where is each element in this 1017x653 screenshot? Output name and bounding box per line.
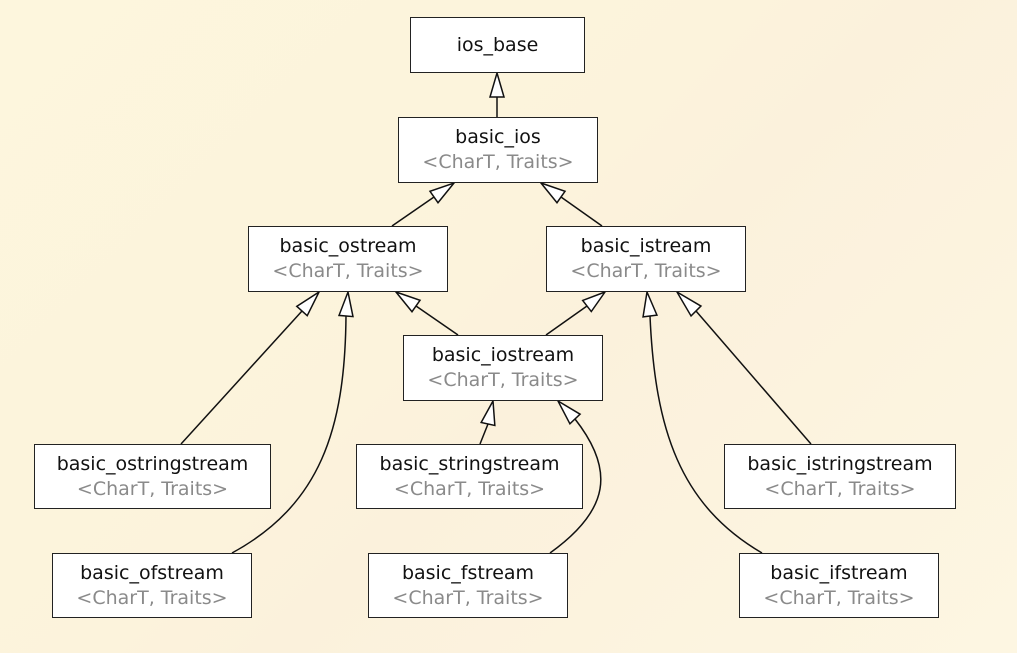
- template-params: <CharT, Traits>: [427, 369, 579, 391]
- node-basic-fstream[interactable]: basic_fstream <CharT, Traits>: [368, 553, 568, 618]
- node-basic-ifstream[interactable]: basic_ifstream <CharT, Traits>: [739, 553, 939, 618]
- edge-basic_ostream-to-basic_ios: [391, 181, 457, 227]
- template-params: <CharT, Traits>: [422, 151, 574, 173]
- edge-line: [180, 310, 303, 445]
- template-params: <CharT, Traits>: [272, 260, 424, 282]
- class-name: basic_iostream: [431, 344, 575, 366]
- class-name: basic_istringstream: [747, 452, 933, 475]
- edge-line: [415, 305, 459, 336]
- class-name: basic_istream: [580, 235, 712, 257]
- inheritance-arrowhead-icon: [480, 398, 496, 427]
- inheritance-arrowhead-icon: [642, 289, 659, 318]
- edge-basic_iostream-to-basic_istream: [545, 290, 608, 336]
- inheritance-arrowhead-icon: [295, 289, 321, 317]
- edge-line: [560, 196, 603, 227]
- node-basic-ostream[interactable]: basic_ostream <CharT, Traits>: [248, 226, 448, 292]
- class-name: basic_ifstream: [770, 561, 908, 584]
- template-params: <CharT, Traits>: [76, 586, 228, 609]
- template-params: <CharT, Traits>: [392, 586, 544, 609]
- inheritance-arrowhead-icon: [581, 290, 608, 313]
- inheritance-arrowhead-icon: [428, 181, 457, 204]
- node-basic-ios[interactable]: basic_ios <CharT, Traits>: [398, 117, 598, 183]
- node-basic-iostream[interactable]: basic_iostream <CharT, Traits>: [403, 335, 603, 401]
- template-params: <CharT, Traits>: [570, 260, 722, 282]
- inheritance-arrowhead-icon: [538, 181, 567, 204]
- template-params: <CharT, Traits>: [393, 477, 546, 500]
- inheritance-arrowhead-icon: [489, 70, 505, 98]
- edge-basic_fstream-to-basic_iostream: [549, 398, 602, 554]
- inheritance-arrowhead-icon: [674, 289, 703, 318]
- edge-line: [649, 315, 763, 554]
- edge-line: [391, 196, 435, 227]
- edge-basic_ofstream-to-basic_ostream: [231, 289, 354, 554]
- class-name: basic_ofstream: [80, 561, 224, 584]
- edge-line: [479, 423, 489, 445]
- class-name: basic_ostream: [279, 235, 417, 257]
- inheritance-arrowhead-icon: [337, 289, 354, 318]
- edge-basic_ifstream-to-basic_istream: [642, 289, 763, 554]
- node-basic-ofstream[interactable]: basic_ofstream <CharT, Traits>: [52, 553, 252, 618]
- edge-basic_ios-to-ios_base: [489, 70, 505, 117]
- node-basic-stringstream[interactable]: basic_stringstream <CharT, Traits>: [356, 444, 583, 509]
- node-basic-ostringstream[interactable]: basic_ostringstream <CharT, Traits>: [34, 444, 271, 509]
- edge-basic_istream-to-basic_ios: [538, 181, 603, 227]
- template-params: <CharT, Traits>: [763, 586, 915, 609]
- edge-basic_iostream-to-basic_ostream: [393, 290, 459, 336]
- inheritance-arrowhead-icon: [556, 398, 582, 426]
- edge-line: [695, 310, 812, 445]
- class-name: basic_ostringstream: [56, 452, 249, 475]
- edge-basic_ostringstream-to-basic_ostream: [180, 289, 321, 445]
- class-name: basic_fstream: [401, 561, 535, 584]
- inheritance-arrowhead-icon: [393, 290, 422, 313]
- template-params: <CharT, Traits>: [76, 477, 229, 500]
- class-name: basic_stringstream: [379, 452, 560, 475]
- edge-line: [231, 315, 347, 554]
- node-basic-istringstream[interactable]: basic_istringstream <CharT, Traits>: [724, 444, 956, 509]
- edge-line: [549, 418, 602, 554]
- edge-basic_istringstream-to-basic_istream: [674, 289, 812, 445]
- node-ios-base[interactable]: ios_base: [410, 17, 585, 73]
- edge-line: [545, 305, 588, 336]
- edge-basic_stringstream-to-basic_iostream: [479, 398, 496, 445]
- class-name: basic_ios: [455, 126, 541, 148]
- template-params: <CharT, Traits>: [764, 477, 916, 500]
- node-basic-istream[interactable]: basic_istream <CharT, Traits>: [546, 226, 746, 292]
- class-name: ios_base: [456, 34, 539, 56]
